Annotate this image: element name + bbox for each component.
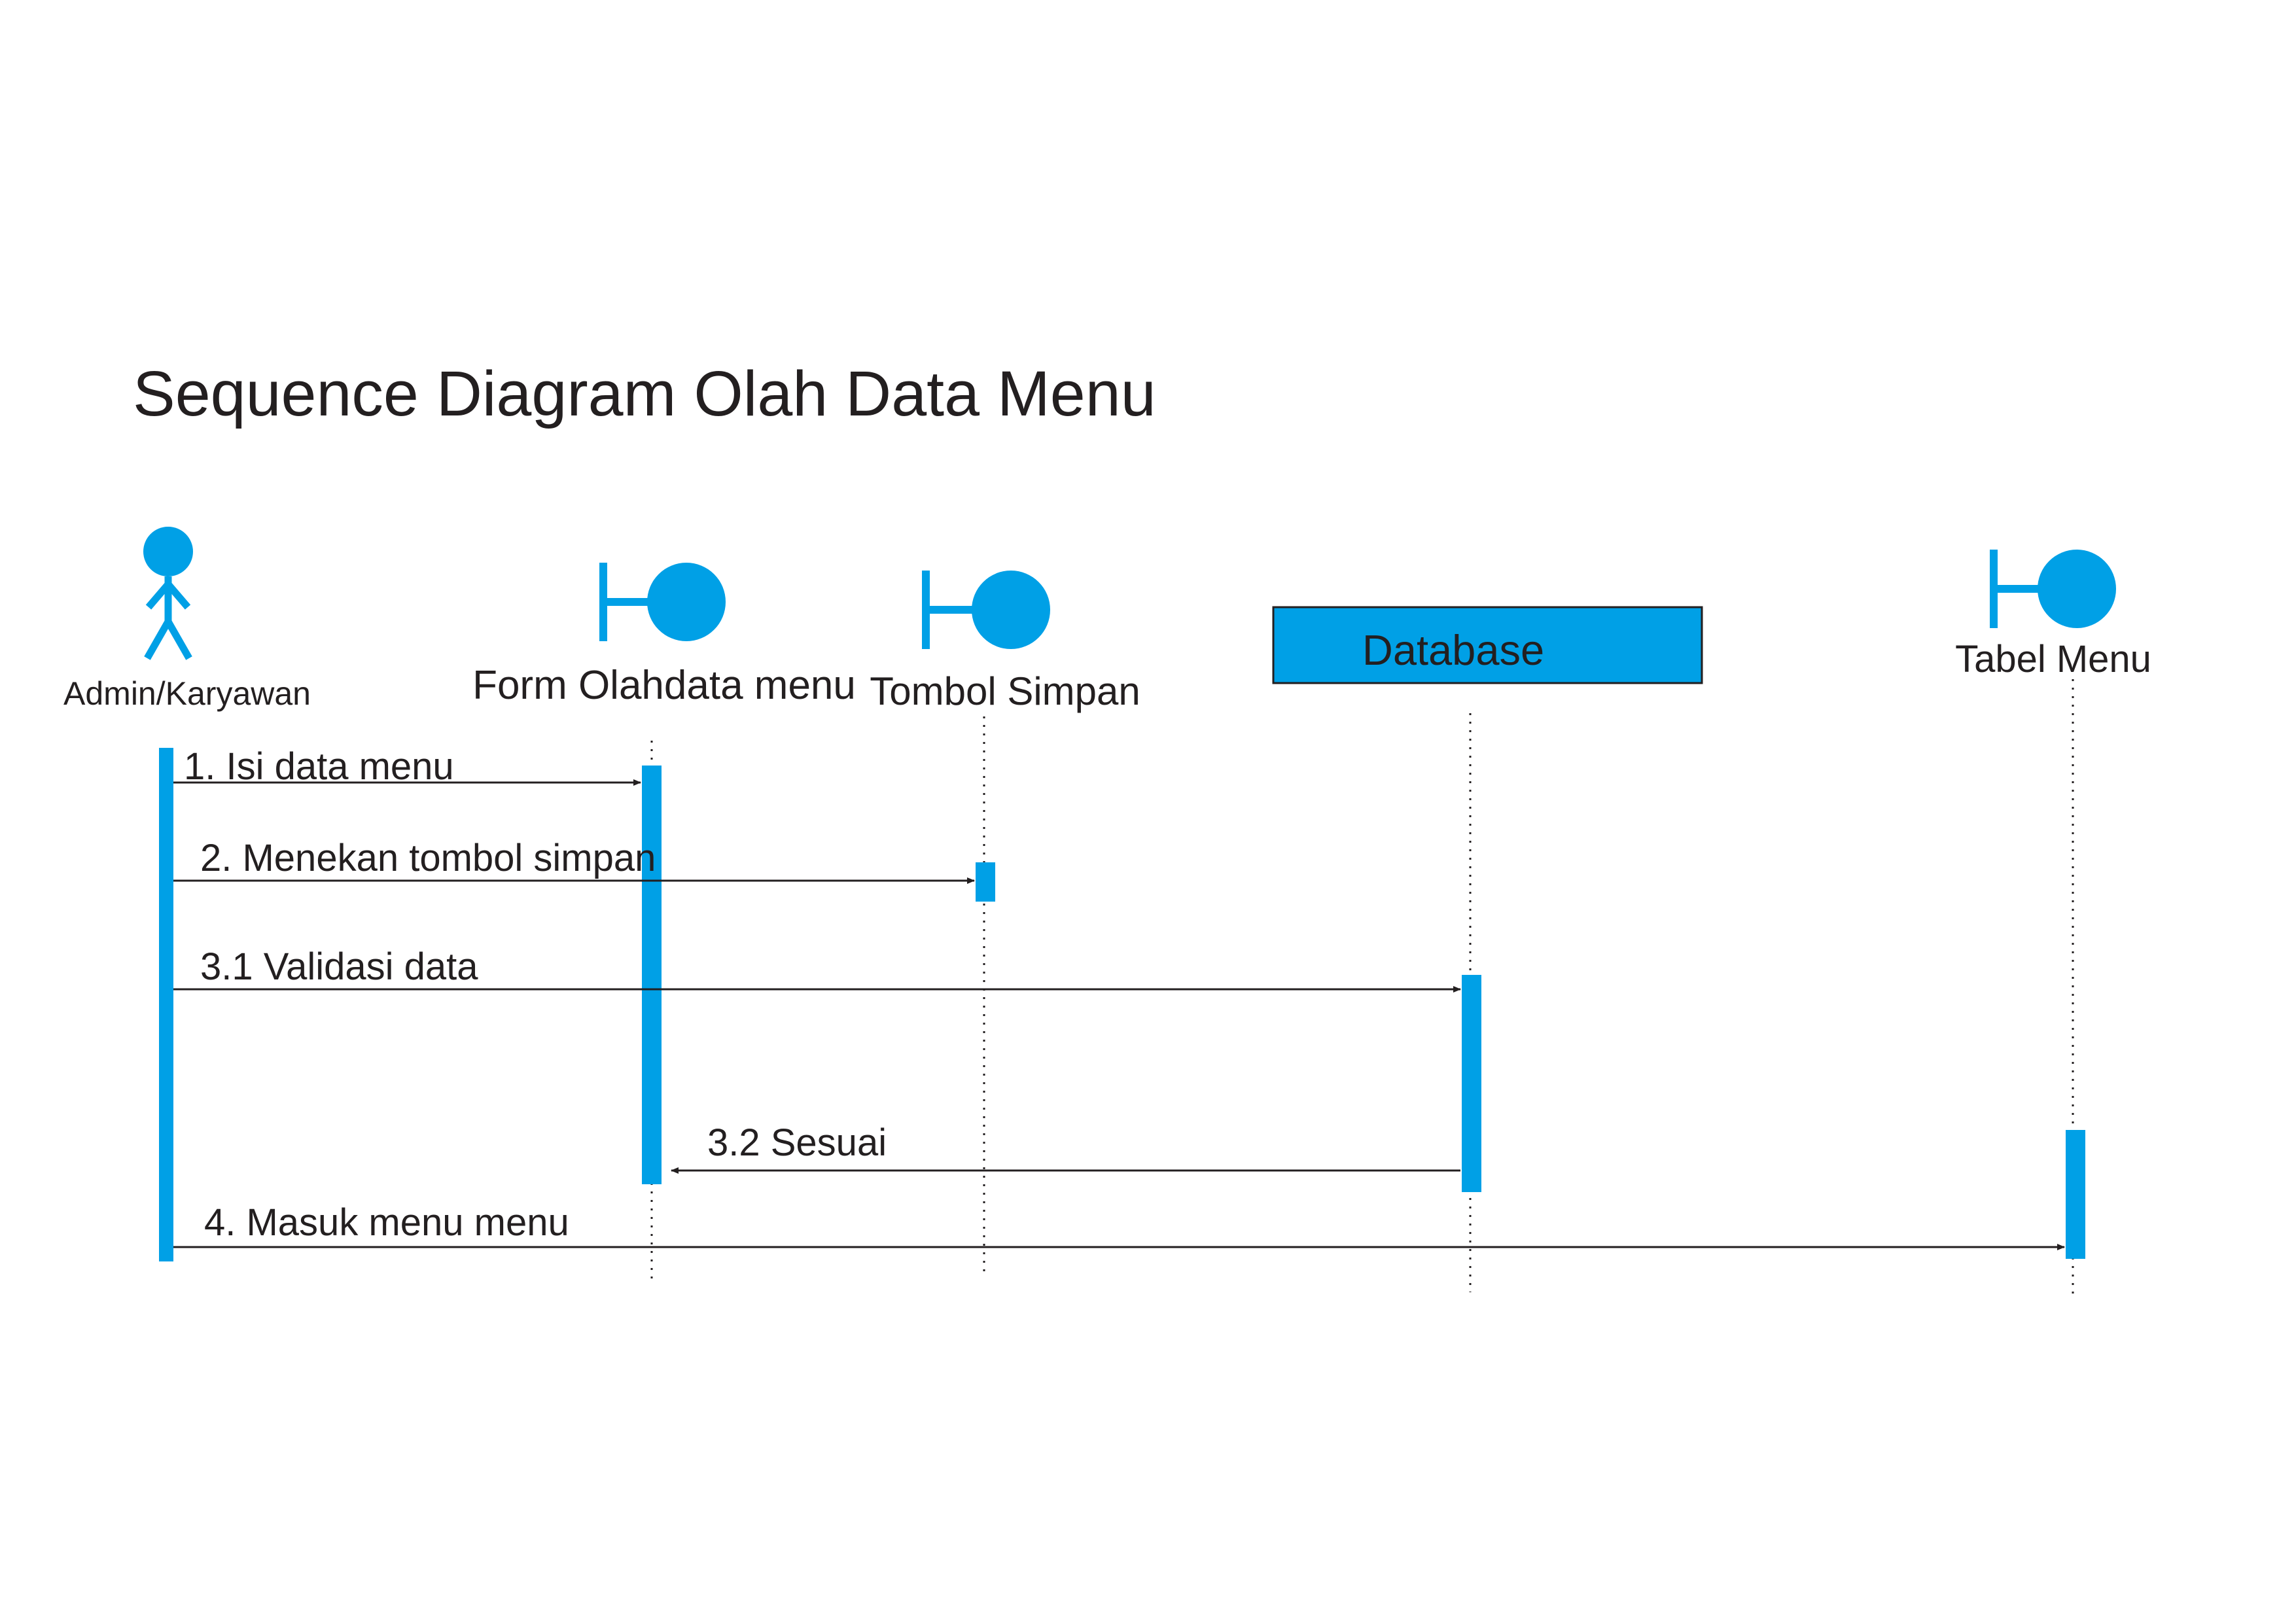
database-box <box>1272 606 1703 684</box>
boundary-icon <box>922 571 1050 649</box>
activation-bar-tabel <box>2066 1130 2085 1259</box>
message-label: 1. Isi data menu <box>184 745 454 788</box>
actor-icon <box>143 527 193 660</box>
boundary-icon <box>599 563 726 641</box>
participant-database: Database <box>1272 606 1703 684</box>
message-3-1: 3.1 Validasi data <box>173 945 1461 993</box>
activation-bar-tombol <box>976 862 995 902</box>
participant-label: Admin/Karyawan <box>63 675 311 712</box>
participant-label: Tabel Menu <box>1955 638 2151 680</box>
message-label: 4. Masuk menu menu <box>204 1201 569 1244</box>
boundary-icon <box>1990 550 2116 628</box>
activation-bar-database <box>1462 975 1481 1192</box>
message-2: 2. Menekan tombol simpan <box>173 837 975 884</box>
message-3-2: 3.2 Sesuai <box>671 1121 1460 1174</box>
message-1: 1. Isi data menu <box>173 745 641 788</box>
message-4: 4. Masuk menu menu <box>173 1201 2065 1250</box>
activation-bar-form <box>642 766 662 1184</box>
message-label: 3.2 Sesuai <box>707 1121 887 1164</box>
participant-label: Database <box>1362 626 1544 674</box>
participant-admin: Admin/Karyawan <box>63 527 311 712</box>
message-label: 3.1 Validasi data <box>200 945 478 988</box>
participant-tombol: Tombol Simpan <box>870 571 1140 713</box>
participant-form: Form Olahdata menu <box>472 563 856 708</box>
diagram-title: Sequence Diagram Olah Data Menu <box>133 358 1156 429</box>
message-label: 2. Menekan tombol simpan <box>200 837 656 879</box>
participant-label: Tombol Simpan <box>870 669 1140 713</box>
participant-label: Form Olahdata menu <box>472 663 856 708</box>
activation-bar-admin <box>159 748 173 1261</box>
participant-tabel: Tabel Menu <box>1955 550 2151 680</box>
